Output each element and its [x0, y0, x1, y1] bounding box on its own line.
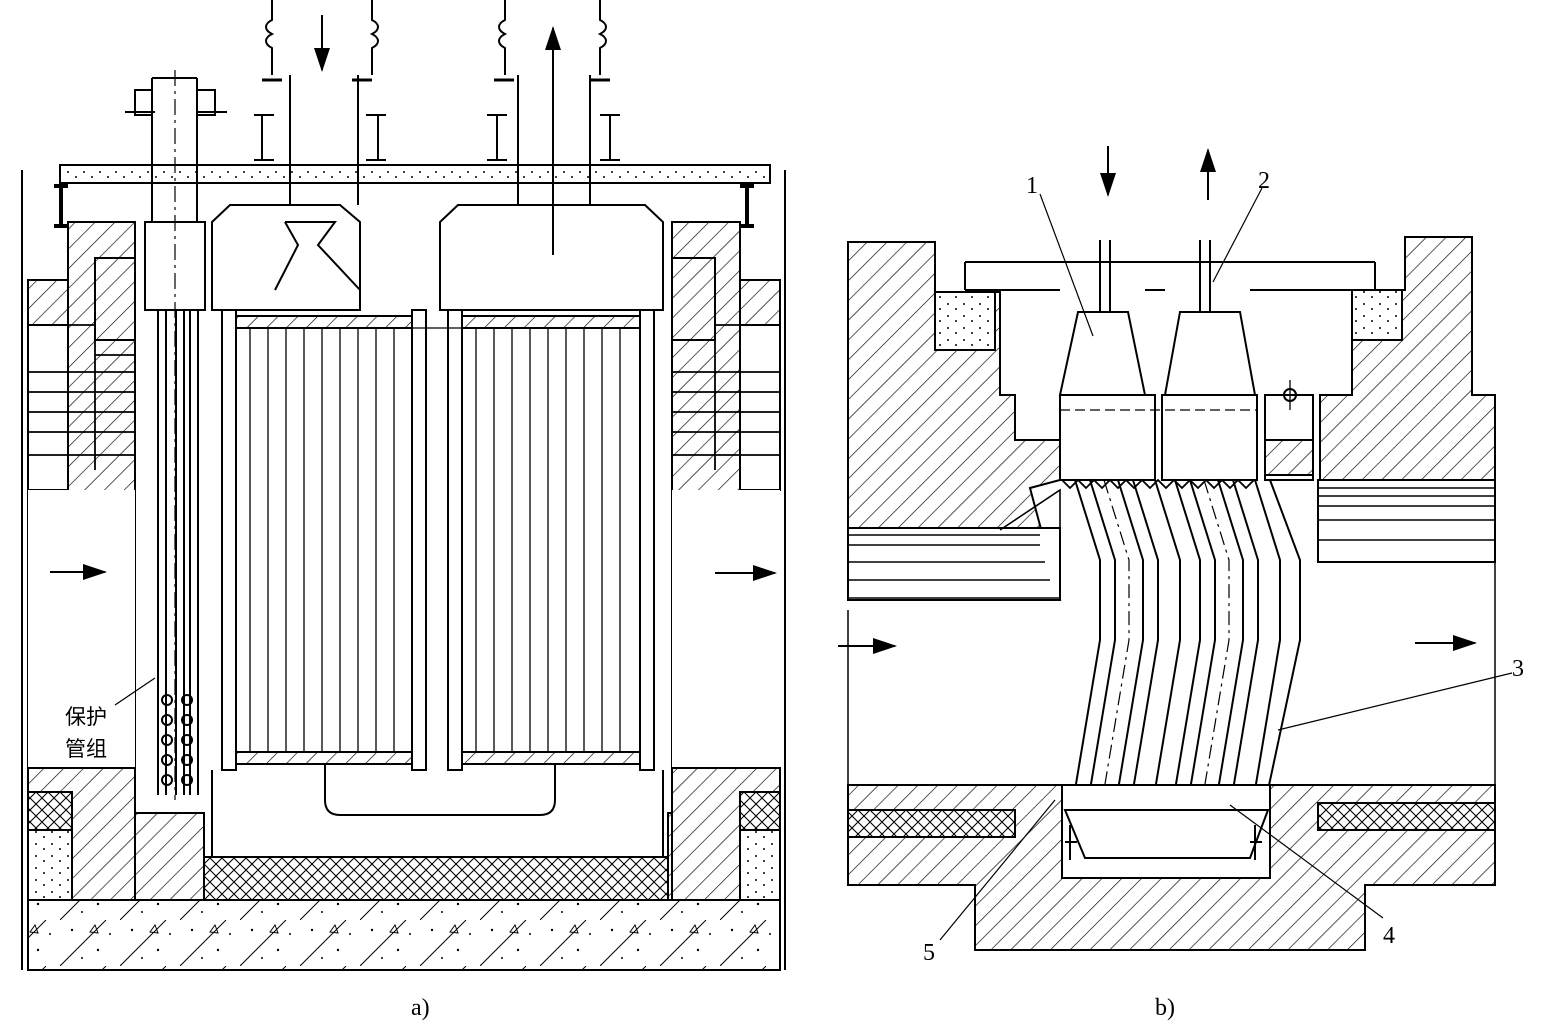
annotation-protective-tubes-line2: 管组	[65, 737, 107, 761]
callout-3: 3	[1512, 656, 1524, 682]
caption-figure-a: a)	[411, 995, 430, 1021]
caption-figure-b: b)	[1155, 995, 1175, 1021]
figure-b-recuperator	[838, 146, 1513, 951]
callout-5: 5	[923, 940, 935, 966]
figure-a-recuperator	[21, 0, 786, 971]
callout-4: 4	[1383, 923, 1395, 949]
callout-2: 2	[1258, 168, 1270, 194]
annotation-protective-tubes-line1: 保护	[65, 705, 107, 729]
callout-1: 1	[1026, 173, 1038, 199]
